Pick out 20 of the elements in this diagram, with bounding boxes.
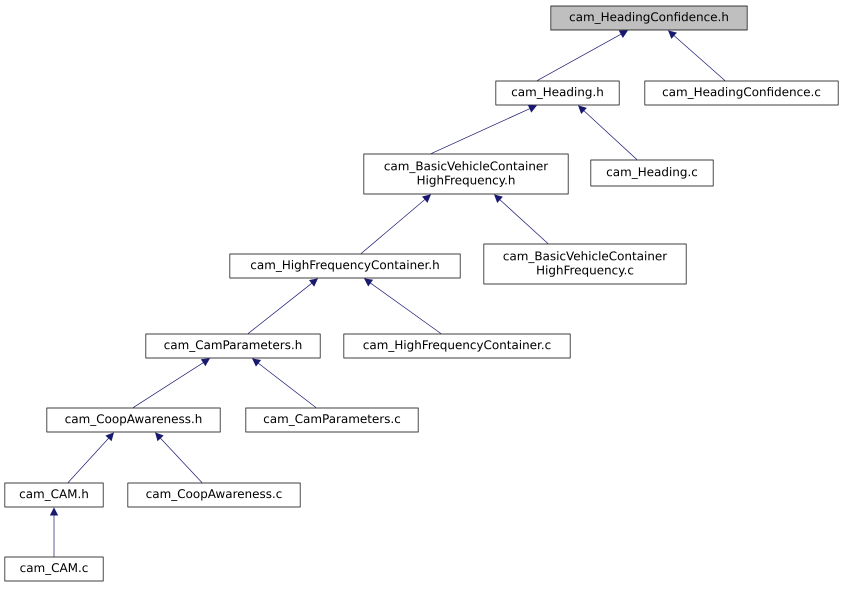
- file-box: cam_CoopAwareness.h: [46, 408, 221, 432]
- file-box: cam_CAM.h: [4, 482, 104, 508]
- arrow: [430, 104, 537, 154]
- file-box: cam_Heading.h: [495, 80, 620, 106]
- arrow: [536, 30, 628, 81]
- file-box: cam_HeadingConfidence.h: [550, 6, 748, 30]
- file-box: cam_Heading.c: [590, 160, 714, 186]
- file-box: cam_CamParameters.h: [145, 334, 321, 358]
- file-box: cam_CoopAwareness.c: [127, 482, 301, 508]
- arrow: [252, 358, 316, 408]
- file-box: cam_CAM.c: [4, 556, 104, 582]
- file-box: cam_BasicVehicleContainer HighFrequency.h: [363, 154, 569, 194]
- file-box: cam_CamParameters.c: [245, 408, 419, 432]
- file-box: cam_HighFrequencyContainer.h: [229, 254, 461, 278]
- file-box: cam_BasicVehicleContainer HighFrequency.c: [483, 244, 687, 284]
- arrow: [364, 278, 442, 334]
- file-box: cam_HeadingConfidence.c: [644, 80, 839, 106]
- file-box: cam_HighFrequencyContainer.c: [343, 334, 571, 358]
- arrow: [132, 358, 210, 408]
- arrow: [248, 278, 318, 334]
